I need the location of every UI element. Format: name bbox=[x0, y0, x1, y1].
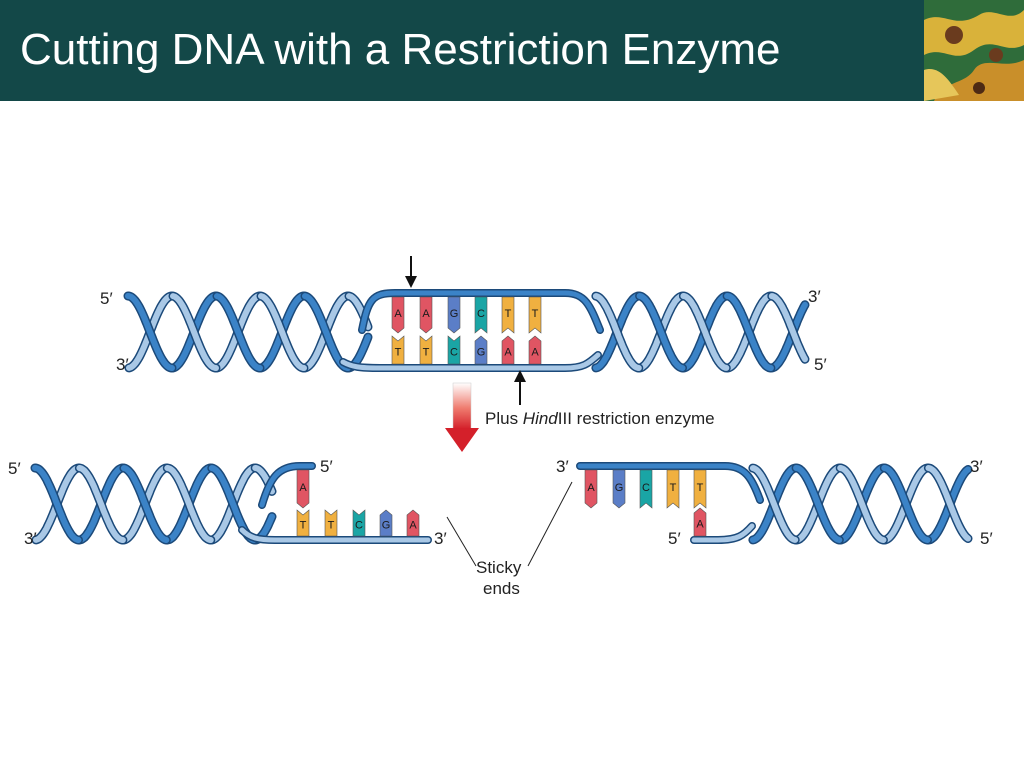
cut-site-arrow-top bbox=[405, 256, 417, 288]
base-letter: G bbox=[615, 482, 624, 494]
left-dna-fragment: A T T C G A 5′ 3′ 5′ 3′ bbox=[8, 457, 447, 548]
base-tab bbox=[406, 509, 420, 537]
sticky-pointer-right bbox=[527, 481, 573, 567]
base-tab bbox=[391, 335, 405, 365]
base-tab bbox=[296, 509, 310, 537]
base-tab bbox=[501, 335, 515, 365]
base-letter: A bbox=[409, 519, 417, 531]
base-letter: G bbox=[450, 308, 459, 320]
left-three-prime-end: 3′ bbox=[434, 529, 447, 548]
base-letter: A bbox=[504, 346, 512, 358]
base-tab bbox=[391, 296, 405, 334]
top-right-helix bbox=[591, 291, 810, 373]
base-tab bbox=[501, 296, 515, 334]
base-letter: A bbox=[587, 482, 595, 494]
right-dna-fragment: A G C T T A 3′ 3′ 5′ 5′ bbox=[556, 457, 993, 548]
base-tab bbox=[447, 296, 461, 334]
base-letter: A bbox=[299, 482, 307, 494]
top-three-prime-right: 3′ bbox=[808, 287, 821, 306]
base-tab bbox=[419, 335, 433, 365]
base-letter: A bbox=[531, 346, 539, 358]
left-fragment-helix bbox=[30, 463, 277, 545]
base-tab bbox=[693, 507, 707, 537]
base-tab bbox=[528, 335, 542, 365]
sticky-label-line2: ends bbox=[483, 579, 520, 598]
base-letter: C bbox=[450, 346, 458, 358]
slide-title: Cutting DNA with a Restriction Enzyme bbox=[20, 25, 781, 74]
base-tab bbox=[324, 509, 338, 537]
enzyme-label-suffix: III restriction enzyme bbox=[558, 409, 715, 428]
base-tab bbox=[296, 469, 310, 509]
base-tab bbox=[639, 469, 653, 509]
right-three-prime-right: 3′ bbox=[970, 457, 983, 476]
enzyme-label-prefix: Plus bbox=[485, 409, 523, 428]
left-five-prime-left: 5′ bbox=[8, 459, 21, 478]
reaction-arrow bbox=[445, 382, 479, 452]
base-letter: C bbox=[477, 308, 485, 320]
right-fragment-lower-bases: A bbox=[693, 507, 707, 537]
base-letter: A bbox=[422, 308, 430, 320]
base-letter: T bbox=[505, 308, 512, 320]
base-tab bbox=[379, 509, 393, 537]
top-five-prime-right: 5′ bbox=[814, 355, 827, 374]
cut-site-arrow-bottom bbox=[514, 370, 526, 405]
base-letter: T bbox=[328, 519, 335, 531]
base-letter: T bbox=[532, 308, 539, 320]
base-tab bbox=[612, 469, 626, 509]
base-tab bbox=[474, 335, 488, 365]
base-letter: G bbox=[382, 519, 391, 531]
right-three-prime-top: 3′ bbox=[556, 457, 569, 476]
title-bar: Cutting DNA with a Restriction Enzyme bbox=[0, 0, 1024, 101]
base-tab bbox=[419, 296, 433, 334]
base-letter: G bbox=[477, 346, 486, 358]
base-tab bbox=[584, 469, 598, 509]
base-tab bbox=[693, 469, 707, 509]
left-three-prime-left: 3′ bbox=[24, 529, 37, 548]
base-letter: T bbox=[670, 482, 677, 494]
base-letter: T bbox=[395, 346, 402, 358]
base-letter: T bbox=[423, 346, 430, 358]
base-letter: A bbox=[696, 518, 704, 530]
base-tab bbox=[474, 296, 488, 334]
enzyme-label: Plus HindIII restriction enzyme bbox=[485, 409, 715, 428]
sticky-pointer-left bbox=[446, 516, 477, 567]
right-five-prime-bottom: 5′ bbox=[668, 529, 681, 548]
top-dna-molecule: A A G C T T T T C G A A 5′ 3′ 3′ 5′ bbox=[100, 256, 827, 405]
base-tab bbox=[447, 335, 461, 365]
enzyme-label-italic: Hind bbox=[523, 409, 559, 428]
top-left-helix bbox=[123, 291, 373, 373]
left-five-prime-top: 5′ bbox=[320, 457, 333, 476]
base-letter: C bbox=[355, 519, 363, 531]
base-letter: C bbox=[642, 482, 650, 494]
base-tab bbox=[352, 509, 366, 537]
right-fragment-helix bbox=[748, 463, 973, 545]
base-tab bbox=[666, 469, 680, 509]
top-three-prime-left: 3′ bbox=[116, 355, 129, 374]
left-fragment-upper-bases: A bbox=[296, 469, 310, 509]
corner-decoration-image bbox=[924, 0, 1024, 101]
base-letter: T bbox=[697, 482, 704, 494]
base-letter: T bbox=[300, 519, 307, 531]
sticky-label-line1: Sticky bbox=[476, 558, 522, 577]
base-tab bbox=[528, 296, 542, 334]
sticky-ends-callout: Sticky ends bbox=[446, 481, 573, 598]
top-five-prime-left: 5′ bbox=[100, 289, 113, 308]
right-five-prime-right: 5′ bbox=[980, 529, 993, 548]
base-letter: A bbox=[394, 308, 402, 320]
